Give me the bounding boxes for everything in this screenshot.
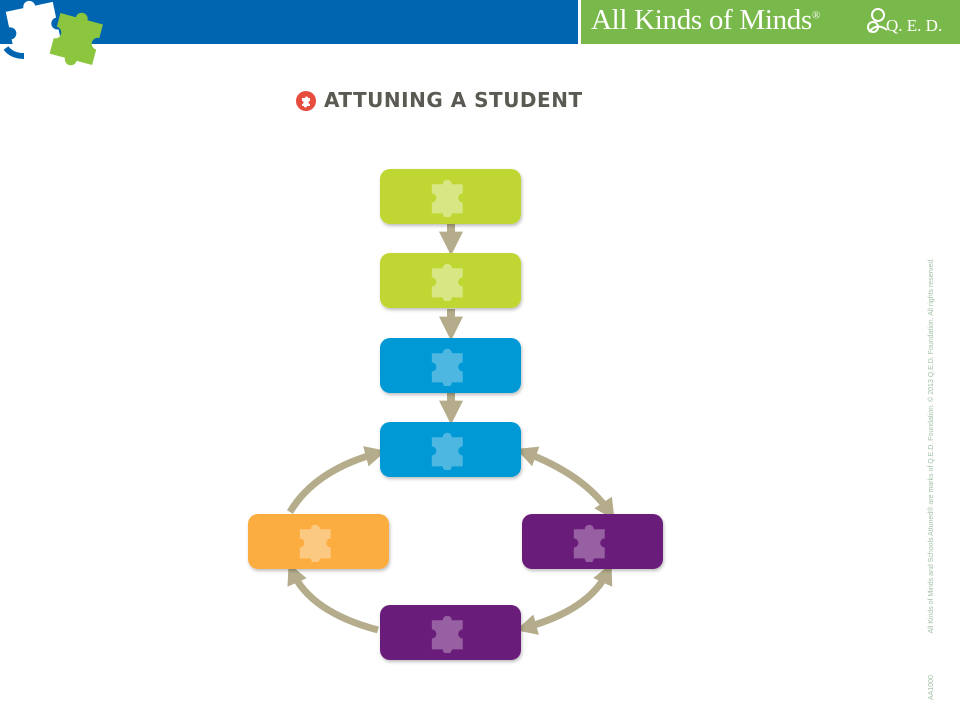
box-2 [380,253,521,308]
brand-name: All Kinds of Minds® [591,4,821,36]
puzzle-logo-icon [3,0,103,66]
qed-logo: Q. E. D. [866,6,946,40]
box-1 [380,169,521,224]
puzzle-piece-icon [431,263,463,301]
copyright-text: All Kinds of Minds and Schools Attuned® … [928,257,935,634]
puzzle-piece-icon [299,524,331,562]
qed-text: Q. E. D. [886,16,943,35]
arrow-right-bottom [515,563,613,635]
box-4 [380,422,521,477]
puzzle-piece-icon [431,432,463,470]
arrow-4-right [516,446,615,521]
title-bullet-icon [296,91,316,111]
box-bottom [380,605,521,660]
arrow-left-to-4 [286,446,387,514]
box-right [522,514,663,569]
puzzle-piece-icon [431,615,463,653]
slide-code: AA1000 [928,675,935,700]
vertical-copyright: AA1000 All Kinds of Minds and Schools At… [928,230,935,700]
box-left [248,514,389,569]
brand-bar: All Kinds of Minds® Q. E. D. [581,0,960,44]
arrow-bottom-left [287,563,379,634]
puzzle-piece-icon [431,348,463,386]
box-3 [380,338,521,393]
qed-swirl-icon [867,8,888,33]
puzzle-piece-icon [431,179,463,217]
puzzle-piece-icon [573,524,605,562]
title-text: ATTUNING A STUDENT [324,88,583,112]
